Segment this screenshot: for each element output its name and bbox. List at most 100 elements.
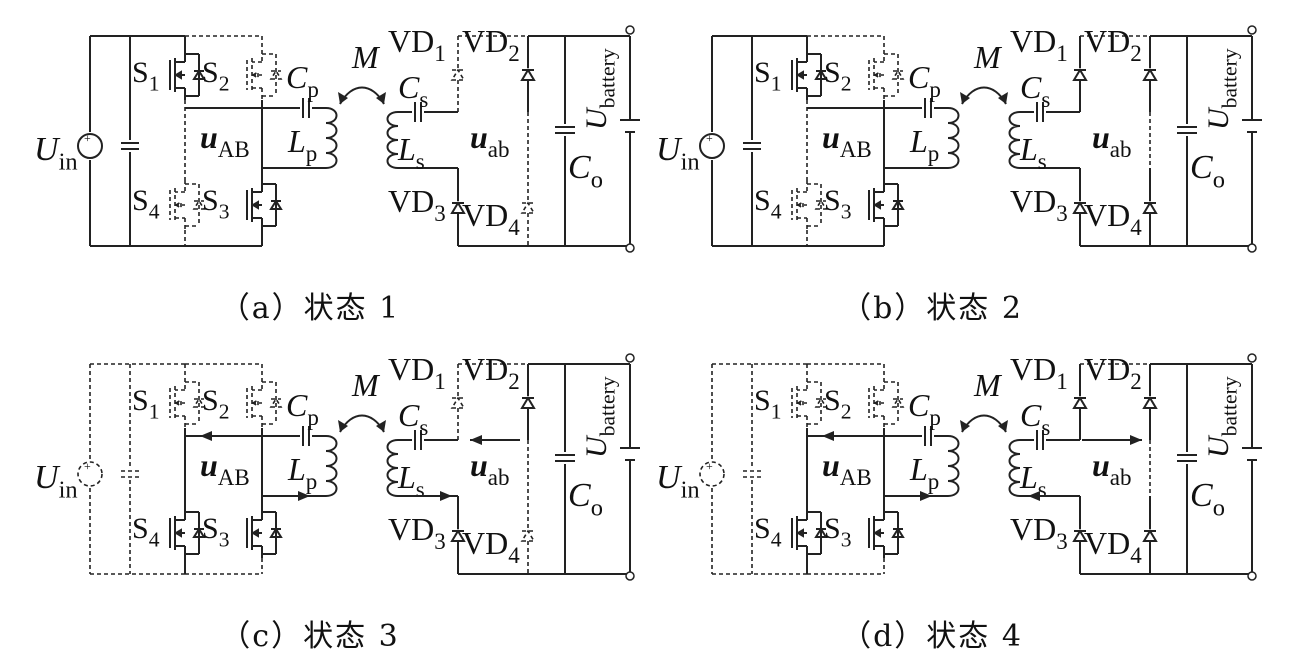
- primary-coil: [325, 435, 338, 497]
- label-S3: S3: [824, 512, 851, 551]
- label-Ubattery: Ubattery: [1202, 48, 1241, 130]
- label-VD2: VD2: [462, 23, 520, 66]
- label-Uin-sub: in: [59, 149, 78, 176]
- label-S1-sub: 1: [771, 399, 782, 423]
- mosfet-3: [246, 508, 283, 558]
- label-S3: S3: [824, 184, 851, 223]
- label-S4-sub: 4: [149, 527, 160, 551]
- label-VD1-main: VD: [388, 23, 434, 59]
- diode-VD1: [1072, 364, 1088, 440]
- label-Lp-sub: p: [928, 140, 940, 166]
- source-plus: +: [706, 131, 713, 145]
- diode-triangle: [450, 529, 466, 542]
- label-VD3-sub: 3: [1056, 528, 1068, 554]
- label-VD2-main: VD: [462, 23, 508, 59]
- source-plus-main: +: [84, 459, 91, 473]
- label-VD4-main: VD: [462, 197, 508, 233]
- label-VD3-main: VD: [1010, 511, 1056, 547]
- label-uab-main: u: [1092, 119, 1110, 155]
- diode-triangle: [192, 199, 206, 210]
- label-Ubattery-main: U: [1202, 106, 1235, 130]
- label-S1: S1: [754, 56, 781, 95]
- coupling-arc: [339, 414, 385, 433]
- label-Ls: Ls: [1019, 459, 1047, 502]
- label-Ls-sub: s: [416, 476, 425, 502]
- diode-VD3: [1072, 168, 1088, 246]
- label-Ubattery: Ubattery: [580, 48, 619, 130]
- label-Lp: Lp: [287, 123, 317, 166]
- label-Uin: Uin: [34, 131, 78, 176]
- label-VD4: VD4: [462, 197, 520, 240]
- label-S3-sub: 3: [219, 199, 230, 223]
- voltage-source: [699, 133, 725, 159]
- label-Co-sub: o: [591, 167, 603, 194]
- terminal-bot: [625, 243, 635, 253]
- label-uab-main: u: [470, 447, 488, 483]
- diode-triangle: [814, 69, 828, 80]
- label-Uin-main: U: [656, 131, 683, 168]
- diode-triangle: [814, 527, 828, 538]
- source-plus-main: +: [84, 131, 91, 145]
- diode-VD2: [520, 364, 536, 440]
- label-VD1-main: VD: [1010, 23, 1056, 59]
- label-uab: uab: [470, 447, 510, 490]
- label-VD3: VD3: [388, 183, 446, 226]
- label-VD1-sub: 1: [434, 40, 446, 66]
- diode-triangle: [450, 201, 466, 214]
- label-VD2-main: VD: [1084, 351, 1130, 387]
- label-Cp-main: C: [908, 59, 930, 95]
- label-VD4-sub: 4: [508, 214, 520, 240]
- label-VD2-sub: 2: [1130, 368, 1142, 394]
- label-VD2-sub: 2: [508, 368, 520, 394]
- current-arrow-A-head: [822, 431, 834, 441]
- arrow-head: [251, 200, 259, 210]
- arrow-head: [174, 398, 182, 408]
- label-S4-main: S: [132, 512, 149, 545]
- label-Ls-main: L: [1019, 459, 1038, 495]
- label-S3-main: S: [202, 184, 219, 217]
- label-Lp-main: L: [909, 451, 928, 487]
- label-uAB-sub: AB: [840, 464, 872, 490]
- coupling-head-left: [960, 420, 970, 432]
- label-uAB: uAB: [200, 119, 250, 162]
- label-VD3-sub: 3: [1056, 200, 1068, 226]
- arrow-head: [174, 200, 182, 210]
- terminal-top: [1247, 353, 1257, 363]
- label-VD1: VD1: [1010, 23, 1068, 66]
- secondary-coil: [1008, 439, 1021, 497]
- diode-triangle: [520, 68, 536, 81]
- label-Lp: Lp: [287, 451, 317, 494]
- label-M-main: M: [351, 39, 381, 75]
- primary-coil: [947, 435, 960, 497]
- secondary-coil: [386, 439, 399, 497]
- diode-VD2: [1142, 36, 1158, 112]
- voltage-source: [77, 133, 103, 159]
- source-plus: +: [84, 459, 91, 473]
- label-Uin-sub: in: [681, 149, 700, 176]
- label-M-main: M: [973, 39, 1003, 75]
- label-Lp: Lp: [909, 123, 939, 166]
- label-S2: S2: [202, 384, 229, 423]
- diode-triangle: [1072, 396, 1088, 409]
- label-S4: S4: [754, 512, 782, 551]
- label-S4-sub: 4: [771, 527, 782, 551]
- label-VD3: VD3: [388, 511, 446, 554]
- label-S1-sub: 1: [149, 71, 160, 95]
- label-M: M: [351, 367, 381, 403]
- secondary-coil: [1008, 111, 1021, 169]
- label-VD3-sub: 3: [434, 528, 446, 554]
- label-M-main: M: [351, 367, 381, 403]
- label-S2: S2: [824, 56, 851, 95]
- label-Cs: Cs: [398, 69, 428, 112]
- label-Lp-sub: p: [928, 468, 940, 494]
- coupling-head-right: [376, 92, 386, 104]
- label-VD4-sub: 4: [1130, 542, 1142, 568]
- label-Cp: Cp: [286, 387, 319, 430]
- label-S3-main: S: [824, 184, 841, 217]
- label-S4: S4: [132, 512, 160, 551]
- label-S3-main: S: [202, 512, 219, 545]
- arrow-head: [796, 398, 804, 408]
- terminal-bot: [625, 571, 635, 581]
